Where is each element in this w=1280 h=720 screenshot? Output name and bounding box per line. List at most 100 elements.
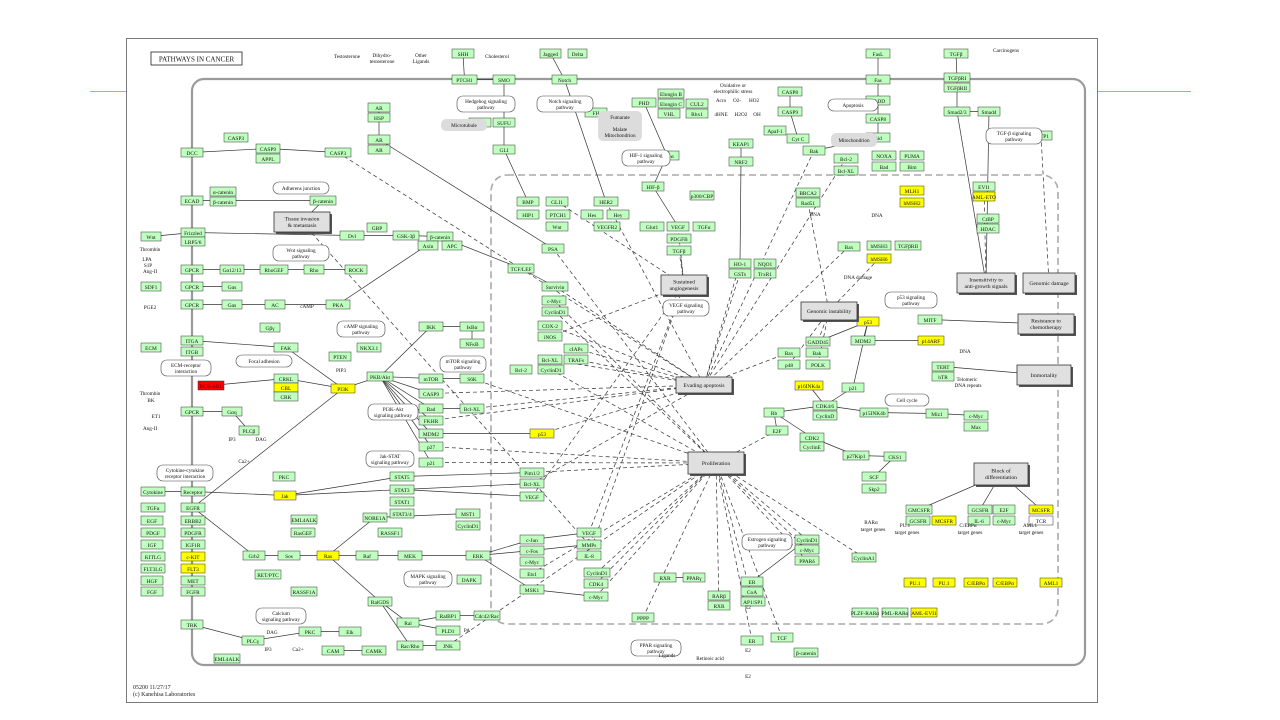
gene-node-acatenin[interactable]: α-catenin <box>209 186 237 197</box>
gene-node-p53b[interactable]: p53 <box>856 316 880 327</box>
gene-node-igf[interactable]: IGF <box>140 539 164 550</box>
gene-node-wnt2[interactable]: Wnt <box>545 221 569 232</box>
gene-node-rasgef[interactable]: RasGEF <box>290 527 316 538</box>
gene-node-fkhr[interactable]: FKHR <box>418 415 444 426</box>
gene-node-pimlq[interactable]: Pim1/2 <box>519 467 545 478</box>
gene-node-ralbp1[interactable]: RalBP1 <box>435 610 461 621</box>
gene-node-hmsh3[interactable]: hMSH3 <box>866 240 892 251</box>
gene-node-cul2[interactable]: CUL2 <box>685 98 709 109</box>
gene-node-sdf1[interactable]: SDF1 <box>140 281 162 292</box>
gene-node-plcg[interactable]: PLCγ <box>241 635 265 646</box>
gene-node-ral[interactable]: Ral <box>396 617 420 628</box>
gene-node-cyclina1[interactable]: CyclinA1 <box>851 552 877 563</box>
gene-node-camk[interactable]: CAMK <box>361 645 387 656</box>
gene-node-gmcsfr[interactable]: GMCSFR <box>905 504 933 515</box>
gene-node-cebpa2[interactable]: C/EBPα <box>992 577 1018 588</box>
gene-node-cyclindf[interactable]: CyclinD1 <box>794 534 820 545</box>
gene-node-gcsfr[interactable]: GCSFR <box>905 515 931 526</box>
gene-node-egf[interactable]: EGF <box>140 515 164 526</box>
gene-node-nkx31[interactable]: NKX3.1 <box>356 342 382 353</box>
gene-node-pdgf[interactable]: PDGF <box>140 527 166 538</box>
gene-node-rarb[interactable]: RARβ <box>707 590 731 601</box>
gene-node-shh[interactable]: SHH <box>451 48 475 59</box>
gene-node-ras[interactable]: Ras <box>316 550 340 561</box>
gene-node-tgfbri[interactable]: TGFβRI <box>943 72 971 83</box>
gene-node-tcf[interactable]: TCF <box>770 632 794 643</box>
gene-node-casp3a[interactable]: CASP3 <box>223 132 249 143</box>
gene-node-grb2[interactable]: Grb2 <box>242 550 266 561</box>
gene-node-er2[interactable]: ER <box>740 635 764 646</box>
gene-node-mek[interactable]: MEK <box>397 550 423 561</box>
process-evading[interactable]: Evading apoptosis <box>675 376 734 395</box>
gene-node-met[interactable]: MET <box>180 575 206 586</box>
gene-node-cbl[interactable]: CBL <box>273 382 299 393</box>
gene-node-fasl[interactable]: FasL <box>865 48 891 59</box>
gene-node-bclxla[interactable]: Bcl-XL <box>833 165 859 176</box>
gene-node-gli1[interactable]: GLI1 <box>545 196 569 207</box>
gene-node-dvl[interactable]: Dvl <box>339 230 365 241</box>
gene-node-rock[interactable]: ROCK <box>344 264 368 275</box>
gene-node-bcatenin2[interactable]: β-catenin <box>309 195 337 206</box>
gene-node-tgfa2[interactable]: TGFα <box>692 221 716 232</box>
gene-node-pkc2[interactable]: PKC <box>298 626 322 637</box>
gene-node-wnt1[interactable]: Wnt <box>140 231 162 242</box>
gene-node-p14arf[interactable]: p14ARF <box>917 335 945 346</box>
gene-node-bim[interactable]: Bim <box>899 161 925 172</box>
gene-node-ets1[interactable]: Ets1 <box>519 568 545 579</box>
gene-node-casp3b[interactable]: CASP3 <box>324 147 352 158</box>
gene-node-ho1[interactable]: HO-1 <box>728 258 752 269</box>
gene-node-tgfb2[interactable]: TGFβ <box>666 245 692 256</box>
gene-node-cmycc[interactable]: c-Myc <box>541 295 567 306</box>
gene-node-vegfc[interactable]: VEGF <box>666 221 690 232</box>
gene-node-hmsh6[interactable]: hMSH6 <box>866 253 892 264</box>
gene-node-ga1213[interactable]: Gα12/13 <box>219 264 245 275</box>
gene-node-mlh1[interactable]: MLH1 <box>899 185 925 196</box>
gene-node-frizzled[interactable]: Frizzled <box>180 227 206 238</box>
gene-node-ptch1[interactable]: PTCH1 <box>451 74 478 85</box>
gene-node-trxr1[interactable]: TrxR1 <box>753 268 777 279</box>
gene-node-trafs[interactable]: TRAFs <box>563 354 589 365</box>
gene-node-mcsfr2[interactable]: MCSFR <box>1028 504 1054 515</box>
gene-node-retptc[interactable]: RET/PTC <box>254 569 282 580</box>
gene-node-bad1[interactable]: Bad <box>871 161 897 172</box>
gene-node-gaq[interactable]: Gαq <box>221 406 243 417</box>
gene-node-elonginb[interactable]: Elongin B <box>657 88 685 99</box>
gene-node-fgfr[interactable]: FGFR <box>180 586 206 597</box>
gene-node-dcc[interactable]: DCC <box>180 147 204 158</box>
gene-node-vhl[interactable]: VHL <box>657 108 681 119</box>
gene-node-cyclindd[interactable]: CyclinD1 <box>537 364 565 375</box>
gene-node-pld1[interactable]: PLD1 <box>435 625 461 636</box>
gene-node-stat34[interactable]: STAT3/4 <box>389 508 415 519</box>
gene-node-rho[interactable]: Rho <box>303 264 325 275</box>
gene-node-casp9b[interactable]: CASP9 <box>255 143 281 154</box>
gene-node-casp9[interactable]: CASP9 <box>777 106 803 117</box>
gene-node-cyclindc[interactable]: CyclinD1 <box>541 306 569 317</box>
gene-node-stat3[interactable]: STAT3 <box>389 484 415 495</box>
gene-node-p27[interactable]: p27 <box>418 441 444 452</box>
gene-node-notch[interactable]: Notch <box>551 74 578 85</box>
gene-node-gby[interactable]: Gβγ <box>259 322 281 333</box>
gene-node-ralgds[interactable]: RalGDS <box>367 596 393 607</box>
gene-node-ar1[interactable]: AR <box>367 102 391 113</box>
gene-node-cdc42rac[interactable]: Cdc42/Rac <box>473 610 501 621</box>
gene-node-sos[interactable]: Sos <box>277 550 301 561</box>
gene-node-bad2[interactable]: Bad <box>418 403 444 414</box>
process-genomic[interactable]: Genomic instability <box>800 301 859 322</box>
gene-node-glut1[interactable]: Glut1 <box>639 221 665 232</box>
gene-node-pppp[interactable]: PPPP <box>631 612 655 623</box>
gene-node-il6[interactable]: IL-6 <box>967 515 991 526</box>
gene-node-cycline[interactable]: CyclinE <box>799 441 825 452</box>
gene-node-tcflef[interactable]: TCF/LEF <box>507 263 535 274</box>
gene-node-rhogef[interactable]: RhoGEF <box>259 264 289 275</box>
gene-node-cytokine[interactable]: Cytokine <box>140 486 166 497</box>
gene-node-hgf[interactable]: HGF <box>140 575 164 586</box>
gene-node-s6k[interactable]: S6K <box>459 373 485 384</box>
gene-node-gadd45[interactable]: GADD45 <box>805 336 831 347</box>
